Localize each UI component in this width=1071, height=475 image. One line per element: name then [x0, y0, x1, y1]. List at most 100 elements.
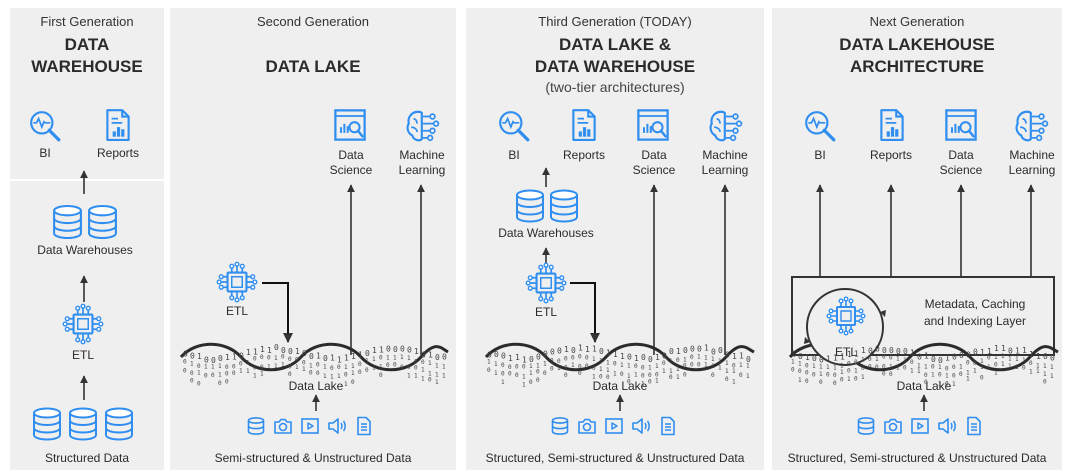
binary-digit: 0 — [868, 363, 872, 370]
binary-digit: 1 — [662, 368, 666, 375]
binary-digit: 0 — [973, 347, 978, 356]
binary-digit: 0 — [924, 372, 928, 379]
binary-digit: 0 — [197, 380, 201, 387]
binary-digit: 0 — [676, 357, 680, 364]
binary-digit: 1 — [994, 354, 998, 361]
binary-digit: 0 — [421, 351, 426, 360]
binary-digit: 1 — [337, 373, 341, 380]
machine-learning-label-line1: Machine — [1009, 148, 1055, 162]
machine-learning-label-line2: Learning — [701, 163, 749, 177]
col4-footer: Structured, Semi-structured & Unstructur… — [787, 451, 1047, 465]
binary-digit: 1 — [924, 352, 929, 361]
binary-digit: 1 — [634, 372, 638, 379]
binary-digit: 1 — [896, 365, 900, 372]
binary-digit: 0 — [288, 363, 292, 370]
binary-digit: 1 — [316, 352, 321, 361]
binary-digit: 0 — [718, 346, 723, 355]
binary-digit: 1 — [966, 370, 970, 377]
binary-digit: 0 — [190, 352, 195, 361]
binary-digit: 1 — [641, 381, 645, 388]
binary-digit: 1 — [840, 369, 844, 376]
binary-digit: 1 — [1036, 352, 1041, 361]
binary-digit: 0 — [218, 380, 222, 387]
binary-digit: 0 — [288, 371, 292, 378]
col1-graphics — [29, 109, 134, 441]
etl-label: ETL — [534, 305, 557, 319]
binary-digit: 1 — [1001, 361, 1005, 368]
binary-digit: 1 — [407, 355, 411, 362]
binary-digit: 1 — [232, 353, 237, 362]
binary-digit: 1 — [861, 356, 865, 363]
binary-digit: 0 — [987, 354, 991, 361]
binary-digit: 0 — [183, 359, 187, 366]
lake-wave — [484, 342, 755, 372]
binary-digit: 0 — [994, 362, 998, 369]
binary-digit: 1 — [613, 350, 618, 359]
binary-digit: 1 — [732, 352, 737, 361]
binary-digit: 1 — [274, 355, 278, 362]
binary-digit: 1 — [414, 372, 418, 379]
binary-digit: 1 — [386, 354, 390, 361]
binary-digit: 1 — [1022, 346, 1027, 355]
binary-digit: 0 — [959, 371, 963, 378]
binary-digit: 1 — [1029, 350, 1034, 359]
binary-digit: 1 — [344, 381, 348, 388]
etl-loop-arrowhead — [880, 310, 886, 317]
binary-digit: 0 — [931, 364, 935, 371]
col4-title-line1: DATA LAKEHOUSE — [839, 35, 995, 54]
binary-digit: 0 — [931, 355, 936, 364]
binary-digit: 1 — [798, 377, 802, 384]
binary-digit: 0 — [868, 356, 872, 363]
binary-digit: 0 — [564, 364, 568, 371]
binary-digit: 1 — [910, 349, 915, 358]
binary-digit: 0 — [407, 345, 412, 354]
binary-digit: 1 — [980, 364, 984, 371]
panel-col3 — [466, 8, 764, 470]
reports-label: Reports — [96, 146, 140, 160]
binary-digit: 1 — [435, 371, 439, 378]
binary-digit: 1 — [746, 363, 750, 370]
metadata-layer-label-line2: and Indexing Layer — [923, 314, 1027, 328]
data-science-label-line1: Data — [641, 148, 667, 162]
binary-digit: 0 — [309, 352, 314, 361]
binary-digit: 0 — [225, 378, 229, 385]
binary-digit: 0 — [732, 363, 736, 370]
binary-digit: 1 — [218, 363, 222, 370]
binary-digit: 1 — [197, 352, 202, 361]
binary-digit: 1 — [358, 351, 363, 360]
binary-digit: 1 — [323, 364, 327, 371]
binary-digit: 1 — [805, 353, 810, 362]
binary-digit: 1 — [281, 362, 285, 369]
binary-digit: 1 — [1029, 368, 1033, 375]
binary-digit: 0 — [938, 372, 942, 379]
col2-footer: Semi-structured & Unstructured Data — [214, 451, 412, 465]
binary-digit: 0 — [197, 363, 201, 370]
binary-digit: 1 — [606, 367, 610, 374]
panel-col2 — [170, 8, 456, 470]
binary-digit: 1 — [442, 373, 446, 380]
binary-digit: 1 — [599, 366, 603, 373]
binary-digit: 1 — [945, 373, 949, 380]
binary-digit: 0 — [697, 345, 702, 354]
binary-digit: 0 — [966, 350, 971, 359]
binary-digit: 0 — [239, 360, 243, 367]
reports-label: Reports — [869, 148, 913, 162]
binary-digit: 0 — [183, 368, 187, 375]
binary-digit: 0 — [393, 361, 397, 368]
binary-digit: 0 — [606, 374, 610, 381]
binary-digit: 1 — [697, 353, 701, 360]
binary-digit: 0 — [501, 370, 505, 377]
binary-digit: 0 — [840, 377, 844, 384]
binary-digit: 1 — [1050, 373, 1054, 380]
binary-digit: 1 — [253, 347, 258, 356]
binary-digit: 0 — [239, 352, 244, 361]
binary-digit: 0 — [882, 353, 886, 360]
col1-footer: Structured Data — [44, 451, 130, 465]
col3-header: Third Generation (TODAY) — [538, 14, 692, 29]
binary-digit: 1 — [578, 344, 583, 353]
binary-digit: 1 — [428, 350, 433, 359]
binary-digit: 1 — [529, 370, 533, 377]
binary-digit: 0 — [634, 363, 638, 370]
binary-digit: 1 — [393, 355, 397, 362]
binary-digit: 0 — [833, 372, 837, 379]
